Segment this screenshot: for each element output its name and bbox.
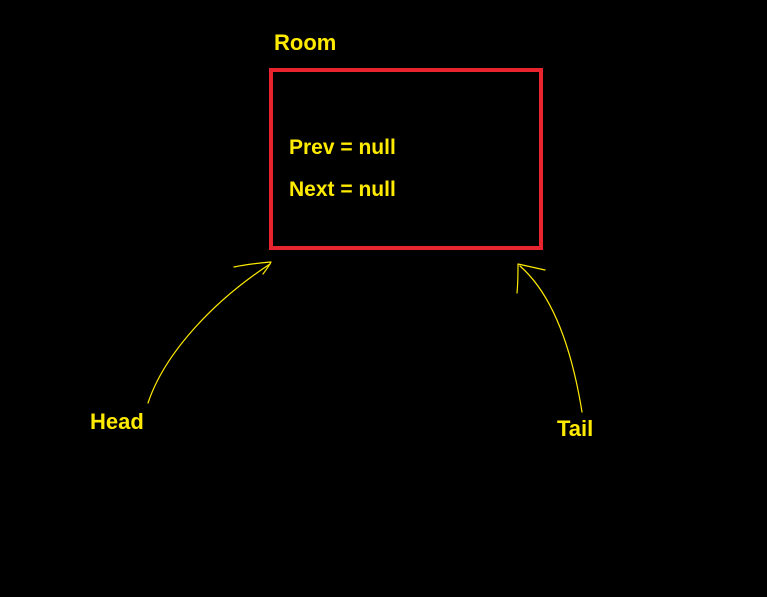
room-node-box [269,68,543,250]
tail-label: Tail [557,416,594,441]
tail-arrow [519,265,583,413]
head-arrowhead [233,261,272,275]
tail-arrowhead [516,263,546,294]
head-arrow [147,263,271,404]
head-label: Head [90,409,144,434]
node-title: Room [274,30,337,55]
next-field: Next = null [289,178,396,201]
prev-field: Prev = null [289,136,396,159]
